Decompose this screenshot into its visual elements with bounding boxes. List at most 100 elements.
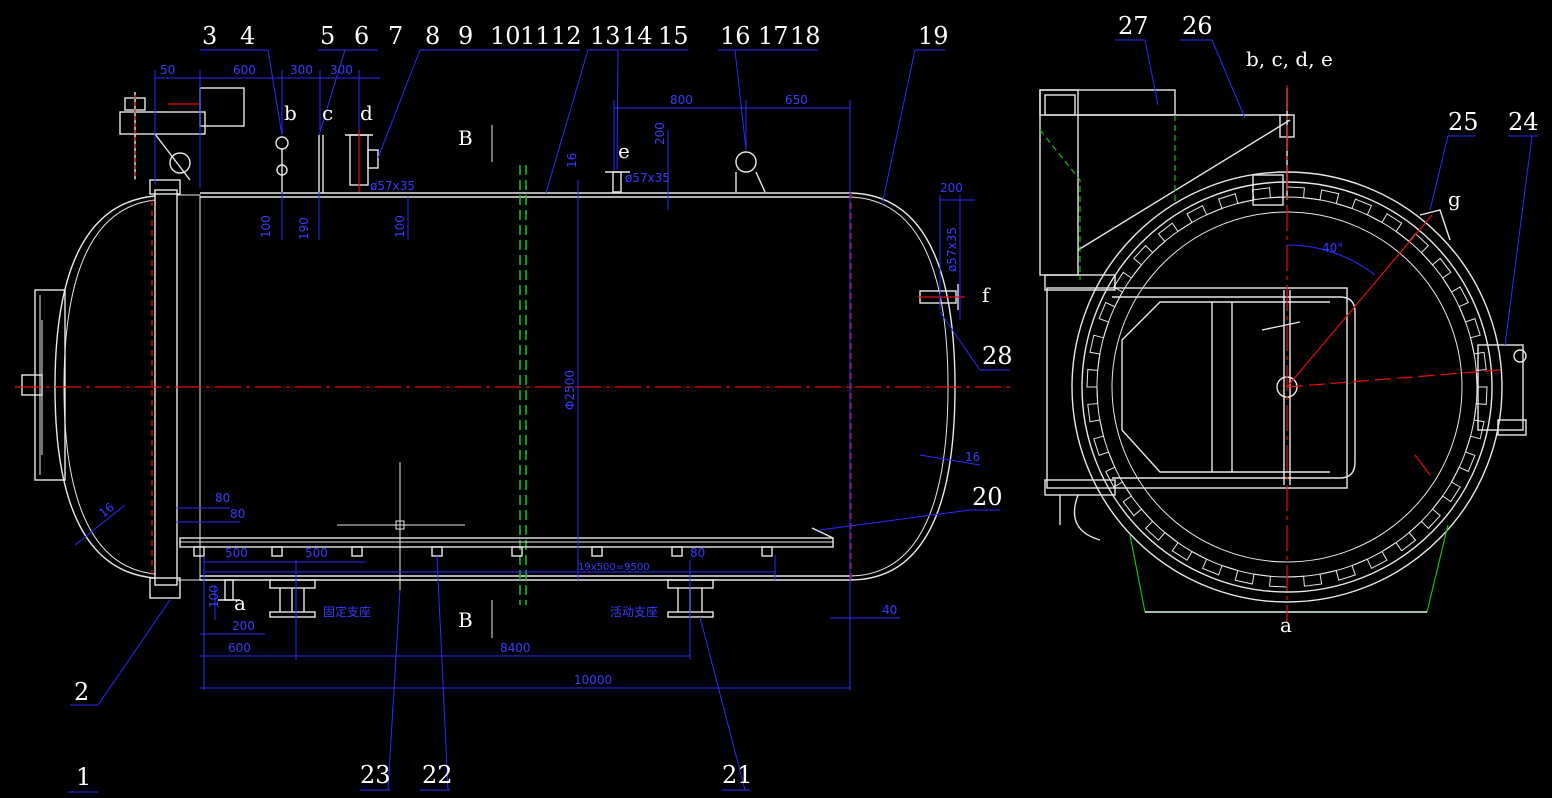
angle-line2 <box>1286 369 1501 388</box>
gauge-valve <box>276 164 288 176</box>
label-9: 9 <box>458 22 473 50</box>
lifting-lug-left <box>169 152 191 174</box>
dim-v-100b: 100 <box>393 215 407 238</box>
label-28: 28 <box>982 342 1013 370</box>
letter-a-right: a <box>1280 613 1292 637</box>
letter-b: b <box>284 101 297 125</box>
angle-line <box>1286 214 1433 388</box>
door-inner-frame <box>1112 296 1356 479</box>
lifting-lug-base <box>735 171 766 193</box>
leader-25b <box>1429 135 1449 211</box>
latch-pin <box>1513 349 1527 363</box>
dim-50: 50 <box>160 63 175 77</box>
column-foot2 <box>1044 479 1116 496</box>
locking-teeth <box>1086 186 1488 588</box>
dim-v-diameter: Φ2500 <box>563 370 577 410</box>
dim-v-pipe-f: ø57x35 <box>945 227 959 272</box>
door-handle <box>21 374 43 396</box>
hoist-diagonal <box>1077 119 1291 251</box>
drain-nozzle-a <box>224 579 234 601</box>
label-6: 6 <box>354 22 369 50</box>
label-12: 12 <box>551 22 582 50</box>
letter-g: g <box>1448 187 1461 211</box>
column-foot <box>1044 274 1116 291</box>
dim-16-head: 16 <box>965 450 980 464</box>
top-block <box>1252 174 1284 206</box>
dimension-texts: 50 600 300 300 800 650 100 190 100 200 ø… <box>96 63 1343 687</box>
door-brace <box>1121 301 1330 473</box>
end-view <box>1039 39 1538 622</box>
dim-800: 800 <box>670 93 693 107</box>
teeth-path <box>1086 186 1488 588</box>
dim-80a: 80 <box>215 491 230 505</box>
label-17: 17 <box>758 22 789 50</box>
dimension-lines <box>74 70 981 690</box>
dim-v-190: 190 <box>297 217 311 240</box>
label-25: 25 <box>1448 108 1479 136</box>
leader-24b <box>1504 135 1533 346</box>
label-5: 5 <box>320 22 335 50</box>
hoist-green-line <box>1039 129 1081 280</box>
dim-200-f: 200 <box>940 181 963 195</box>
leader-lines <box>68 49 1010 793</box>
latch-base <box>1497 419 1527 436</box>
label-13: 13 <box>590 22 621 50</box>
hoist-box <box>199 87 245 127</box>
label-19: 19 <box>918 22 949 50</box>
flange-clamp-bottom <box>149 577 181 599</box>
dim-200-a: 200 <box>232 619 255 633</box>
dim-600-b: 600 <box>228 641 251 655</box>
door-frame <box>1046 287 1348 489</box>
nozzle-letters: b c d e f a a g b, c, d, e B B <box>234 47 1461 637</box>
dim-pipe-d: ø57x35 <box>370 179 415 193</box>
fixed-saddle <box>269 579 316 618</box>
label-15: 15 <box>658 22 689 50</box>
dim-10000: 10000 <box>574 673 612 687</box>
label-22: 22 <box>422 761 453 789</box>
label-4: 4 <box>240 22 255 50</box>
dim-500b: 500 <box>305 546 328 560</box>
dim-v-200: 200 <box>653 122 667 145</box>
label-3: 3 <box>202 22 217 50</box>
door-hinge-bracket <box>34 289 66 481</box>
label-20: 20 <box>972 483 1003 511</box>
dim-rail-pitch: 19x500=9500 <box>578 562 650 573</box>
label-2: 2 <box>74 678 89 706</box>
dim-16-shell: 16 <box>565 153 579 168</box>
safety-valve-outlet <box>367 149 379 169</box>
hoist-cap <box>1044 94 1076 116</box>
leader-26b <box>1211 39 1246 119</box>
label-23: 23 <box>360 761 391 789</box>
dim-80c: 80 <box>690 546 705 560</box>
dim-40: 40 <box>882 603 897 617</box>
letter-d: d <box>360 101 373 125</box>
pressure-gauge <box>275 136 289 150</box>
flange-clamp-top <box>149 179 181 195</box>
end-saddle <box>1129 524 1449 613</box>
label-16: 16 <box>720 22 751 50</box>
label-26: 26 <box>1182 12 1213 40</box>
label-21: 21 <box>722 761 753 789</box>
letter-c: c <box>322 101 333 125</box>
hoist-column <box>1039 89 1079 276</box>
handle-g <box>1419 209 1451 241</box>
dim-pipe-e: ø57x35 <box>625 171 670 185</box>
hoist-beam <box>1039 89 1176 116</box>
letter-combo: b, c, d, e <box>1246 47 1333 71</box>
dim-300a: 300 <box>290 63 313 77</box>
rail-end <box>811 527 834 539</box>
dim-v-100c: 100 <box>207 585 221 608</box>
leader-27b <box>1144 39 1159 106</box>
part-labels: 3 4 5 6 7 8 9 10 11 12 13 14 15 16 17 18… <box>74 12 1539 791</box>
hoist-arm <box>119 111 206 135</box>
label-11: 11 <box>520 22 551 50</box>
label-18: 18 <box>790 22 821 50</box>
rail-supports <box>193 546 773 557</box>
dim-8400: 8400 <box>500 641 531 655</box>
letter-e: e <box>618 139 630 163</box>
dim-650: 650 <box>785 93 808 107</box>
section-b-top: B <box>458 126 473 150</box>
label-27: 27 <box>1118 12 1149 40</box>
label-14: 14 <box>622 22 653 50</box>
